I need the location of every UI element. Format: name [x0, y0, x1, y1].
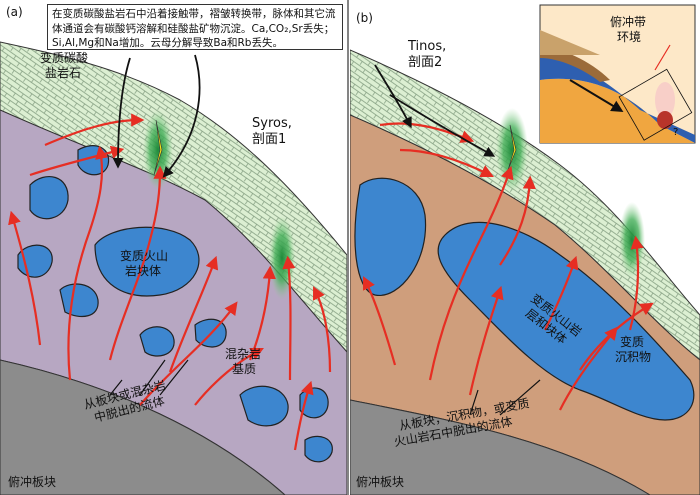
fluid-arrows: [8, 113, 332, 451]
volcanic-block-large: [94, 226, 200, 297]
vein-zone: [143, 110, 173, 190]
volcanic-block: [304, 435, 333, 463]
volcanic-block: [139, 326, 175, 357]
caption-line: Si,Al,Mg和Na增加。云母分解导致Ba和Rb丢失。: [52, 37, 283, 49]
panel-a-letter: (a): [6, 5, 23, 19]
volcanic-block: [59, 283, 99, 318]
caption-line: 体通道会有碳酸钙溶解和硅酸盐矿物沉淀。Ca,CO₂,Sr丢失；: [52, 22, 335, 35]
vein-zone: [619, 202, 645, 278]
vein-zone: [496, 108, 528, 192]
subducting-slab: [0, 359, 286, 495]
volcanic-block: [239, 385, 289, 427]
subduction-inset: 俯冲带 环境 ?: [539, 4, 696, 144]
profile-label-a: Syros, 剖面1: [252, 116, 296, 147]
caption-box: 在变质碳酸盐岩石中沿着接触带，褶皱转换带，脉体和其它流 体通道会有碳酸钙溶解和硅…: [47, 4, 343, 50]
volcanic-block: [17, 244, 53, 278]
slab-label-a: 俯冲板块: [8, 474, 56, 489]
inset-question-mark: ?: [673, 127, 678, 138]
volcanic-block: [29, 176, 69, 220]
panel-a: (a) 变质碳酸 盐岩石 Syros, 剖面1 变质火山 岩块体 混杂岩 基质 …: [0, 0, 347, 495]
volcanic-layer-b: [437, 221, 695, 421]
fluid-inflow-arrows-b: [374, 64, 496, 157]
volcanic-block-b: [354, 177, 427, 296]
leader-lines-b: [469, 379, 541, 416]
profile-label-b: Tinos, 剖面2: [407, 39, 450, 70]
slab-label-b: 俯冲板块: [356, 474, 404, 489]
matrix-label: 混杂岩 基质: [225, 346, 265, 376]
subducting-slab-b: [350, 399, 651, 495]
carbonate-label: 变质碳酸 盐岩石: [40, 50, 92, 80]
panel-b: 俯冲带 环境 ? (b) Tinos, 剖面2 变质火山岩 层和块体 变质 沉积…: [350, 0, 700, 495]
caption-line: 在变质碳酸盐岩石中沿着接触带，褶皱转换带，脉体和其它流: [52, 8, 336, 20]
vein-zone: [269, 216, 295, 300]
inset-label: 俯冲带 环境: [610, 14, 650, 44]
fluid-arrows-b: [363, 122, 654, 411]
sediment-label: 变质 沉积物: [615, 334, 651, 364]
volcanic-block-label: 变质火山 岩块体: [120, 248, 172, 278]
fluid-inflow-arrows: [112, 54, 201, 178]
leader-lines: [109, 359, 189, 396]
panel-b-letter: (b): [356, 11, 373, 25]
